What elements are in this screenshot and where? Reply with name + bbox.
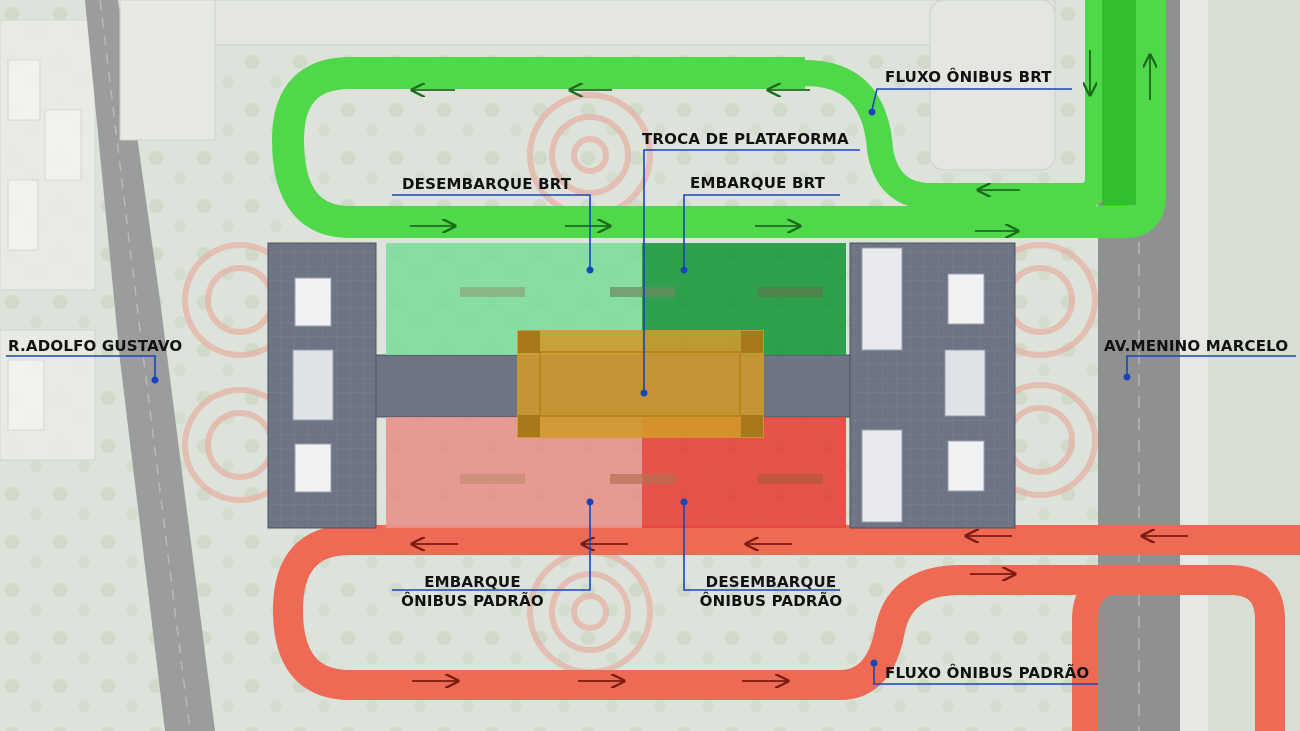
label-embarque-line2: ÔNIBUS PADRÃO xyxy=(401,592,544,610)
leader-dots xyxy=(151,108,1131,667)
standard-bus-route xyxy=(273,525,1300,731)
label-desembarque-line1: DESEMBARQUE xyxy=(705,573,837,591)
road-adolfo-gustavo xyxy=(85,0,215,731)
leader-lines xyxy=(6,88,1296,685)
brt-route xyxy=(272,0,1166,238)
label-embarque-line1: EMBARQUE xyxy=(424,573,521,591)
label-desembarque-brt: DESEMBARQUE BRT xyxy=(402,175,572,193)
label-embarque-brt: EMBARQUE BRT xyxy=(690,174,826,192)
label-troca-plataforma: TROCA DE PLATAFORMA xyxy=(642,130,849,148)
label-desembarque-line2: ÔNIBUS PADRÃO xyxy=(699,592,843,610)
platform-transfer-zone xyxy=(517,330,764,438)
standard-flow-arrows xyxy=(412,536,1188,681)
platform-benches xyxy=(460,287,823,484)
parking-lot xyxy=(119,0,1056,171)
label-embarque-onibus-padrao: EMBARQUE ÔNIBUS PADRÃO xyxy=(400,573,545,611)
label-fluxo-padrao: FLUXO ÔNIBUS PADRÃO xyxy=(885,664,1090,682)
label-rua-adolfo-gustavo: R.ADOLFO GUSTAVO xyxy=(8,337,183,355)
residential-blocks xyxy=(0,19,96,461)
label-fluxo-brt: FLUXO ÔNIBUS BRT xyxy=(885,68,1052,86)
label-desembarque-onibus-padrao: DESEMBARQUE ÔNIBUS PADRÃO xyxy=(696,573,846,611)
brt-flow-arrows xyxy=(410,50,1150,231)
label-av-menino-marcelo: AV.MENINO MARCELO xyxy=(1104,337,1289,355)
